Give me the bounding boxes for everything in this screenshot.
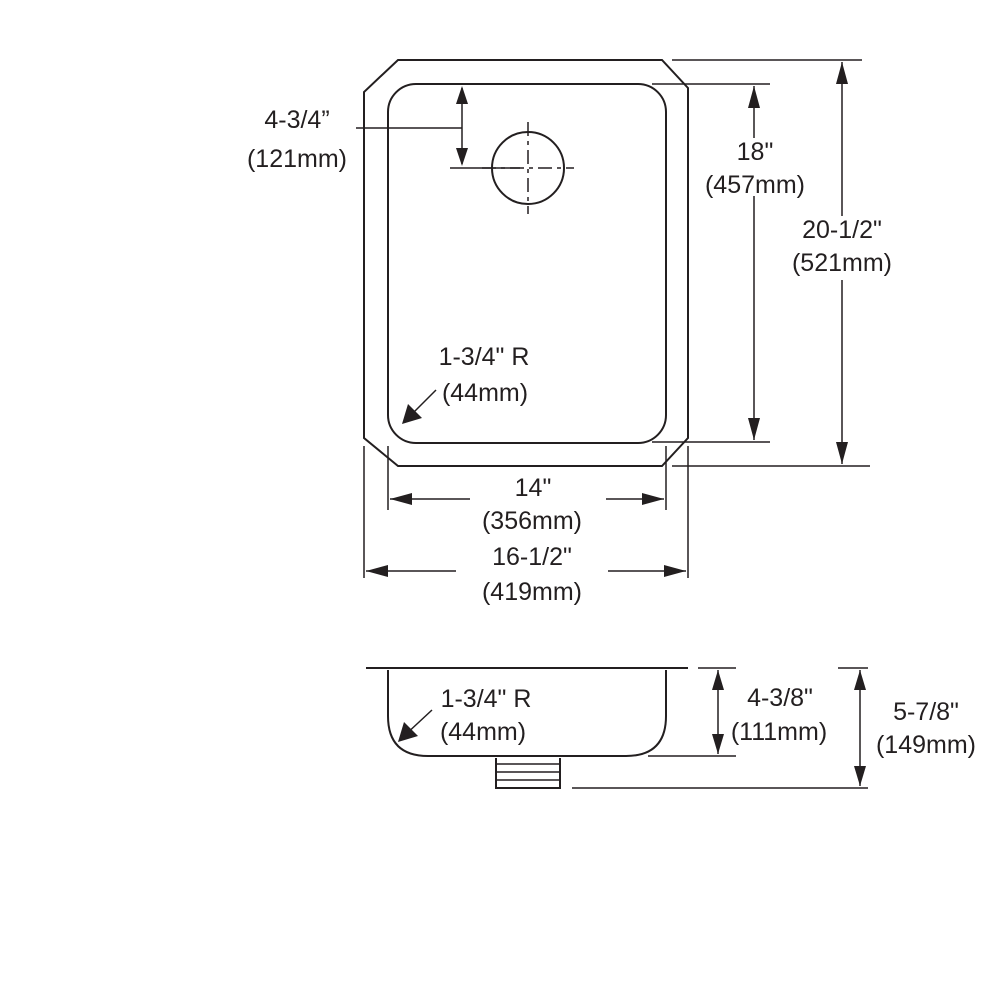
overall-length-metric: (521mm): [792, 249, 892, 277]
inside-width-metric: (356mm): [482, 507, 582, 535]
corner-radius-metric: (44mm): [442, 379, 528, 407]
sink-outer-rim: [363, 59, 689, 467]
drain-offset-imperial: 4-3/4”: [264, 106, 329, 134]
overall-length-dimension: 20-1/2" (521mm): [672, 59, 892, 467]
overall-width-metric: (419mm): [482, 578, 582, 606]
top-view: 4-3/4” (121mm) 18" (457mm) 20-1/2" (521m…: [247, 59, 892, 606]
bowl-depth-imperial: 4-3/8": [747, 684, 813, 712]
inside-length-dimension: 18" (457mm): [652, 83, 805, 443]
inside-length-imperial: 18": [737, 138, 774, 166]
inside-width-dimension: 14" (356mm): [387, 446, 667, 535]
side-corner-radius-metric: (44mm): [440, 718, 526, 746]
overall-depth-metric: (149mm): [876, 731, 976, 759]
overall-width-dimension: 16-1/2" (419mm): [363, 446, 689, 606]
drain-outlet: [448, 755, 610, 789]
corner-radius-callout: 1-3/4" R (44mm): [402, 343, 529, 424]
overall-length-imperial: 20-1/2": [802, 216, 882, 244]
drain-offset-metric: (121mm): [247, 145, 347, 173]
bowl-depth-dimension: 4-3/8" (111mm): [648, 667, 827, 757]
overall-depth-imperial: 5-7/8": [893, 698, 959, 726]
bowl-depth-metric: (111mm): [731, 718, 827, 746]
inside-length-metric: (457mm): [705, 171, 805, 199]
side-corner-radius-imperial: 1-3/4" R: [441, 685, 532, 713]
side-view: 1-3/4" R (44mm) 4-3/8" (111mm) 5-7/8" (1…: [366, 667, 976, 789]
overall-width-imperial: 16-1/2": [492, 543, 572, 571]
sink-inner-bowl: [387, 83, 667, 444]
overall-depth-dimension: 5-7/8" (149mm): [572, 667, 976, 789]
drain-offset-dimension: 4-3/4” (121mm): [247, 86, 520, 173]
inside-width-imperial: 14": [515, 474, 552, 502]
side-corner-radius-callout: 1-3/4" R (44mm): [398, 685, 531, 746]
corner-radius-imperial: 1-3/4" R: [439, 343, 530, 371]
